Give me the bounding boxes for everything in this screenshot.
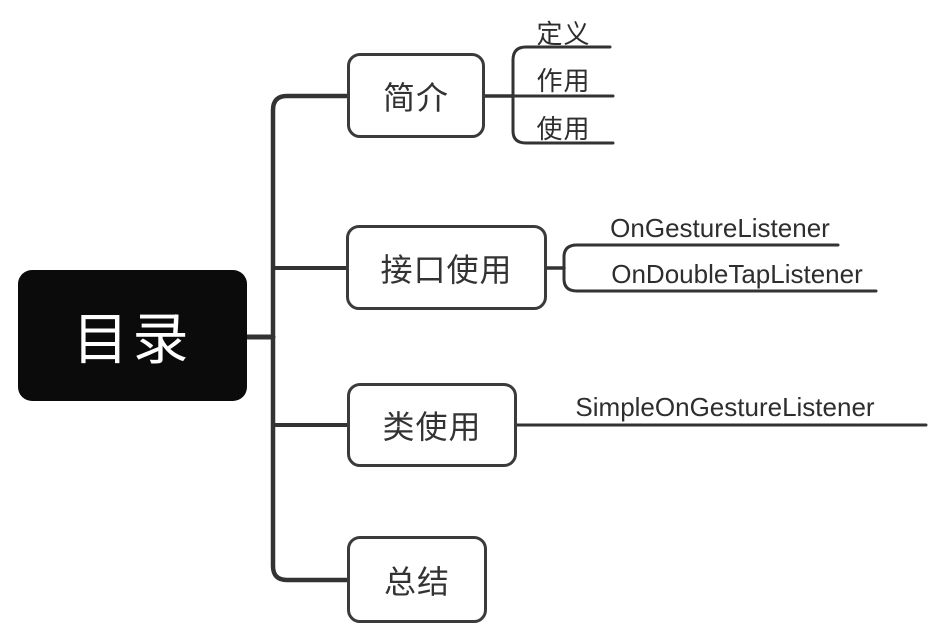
branch-node-class-usage[interactable]: 类使用 bbox=[347, 383, 517, 467]
underline-ongesturelistener bbox=[562, 243, 840, 270]
underline-definition bbox=[511, 45, 612, 98]
leaf-node-ondoubletaplistener[interactable]: OnDoubleTapListener bbox=[611, 259, 863, 289]
branch-node-intro[interactable]: 简介 bbox=[347, 53, 485, 138]
root-node-label: 目录 bbox=[72, 308, 193, 371]
leaf-node-definition[interactable]: 定义 bbox=[536, 19, 591, 49]
leaf-node-function[interactable]: 作用 bbox=[536, 66, 591, 96]
leaf-node-simpleongesturelistener[interactable]: SimpleOnGestureListener bbox=[575, 392, 875, 422]
branch-node-intro-label: 简介 bbox=[382, 79, 449, 116]
branch-node-summary[interactable]: 总结 bbox=[347, 536, 487, 623]
branch-node-class-usage-label: 类使用 bbox=[382, 409, 482, 445]
branch-node-interface-usage-label: 接口使用 bbox=[380, 251, 513, 288]
leaf-node-usage[interactable]: 使用 bbox=[536, 114, 591, 144]
underline-ondoubletaplistener bbox=[562, 266, 878, 293]
underline-usage bbox=[511, 94, 615, 145]
root-node[interactable]: 目录 bbox=[18, 270, 247, 401]
branch-node-interface-usage[interactable]: 接口使用 bbox=[346, 225, 547, 310]
connector-trunk bbox=[270, 93, 351, 583]
branch-node-summary-label: 总结 bbox=[383, 563, 450, 600]
leaf-node-ongesturelistener[interactable]: OnGestureListener bbox=[610, 213, 830, 243]
